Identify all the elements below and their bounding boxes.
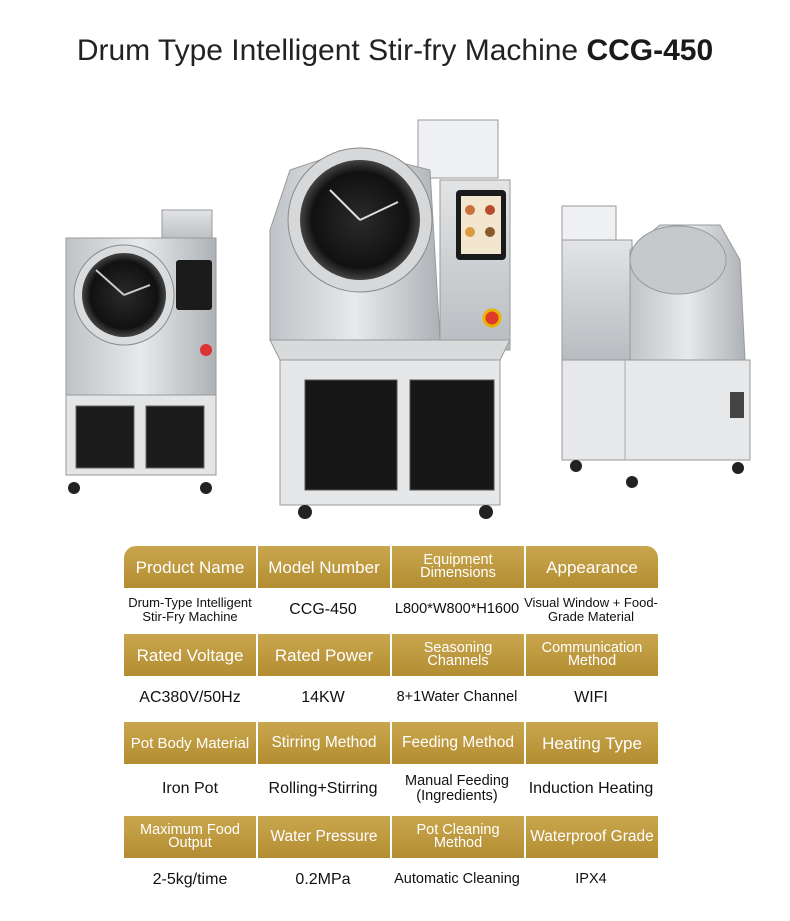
spec-header: Waterproof Grade [524, 816, 658, 858]
spec-header: Appearance [524, 546, 658, 588]
spec-header: Maximum Food Output [124, 816, 256, 858]
spec-header: Product Name [124, 546, 256, 588]
spec-header: Water Pressure [256, 816, 390, 858]
machine-side-view [561, 205, 751, 488]
spec-value: Manual Feeding (Ingredients) [405, 772, 509, 804]
spec-value: IPX4 [575, 871, 607, 888]
model-code: CCG-450 [586, 34, 714, 67]
title-text: Drum Type Intelligent Stir-fry Machine [76, 34, 579, 67]
spec-header: Seasoning Channels [390, 634, 524, 676]
spec-header-row: Pot Body Material Stirring Method Feedin… [124, 722, 658, 764]
spec-value: 8+1Water Channel [396, 689, 518, 706]
spec-value-row: Iron Pot Rolling+Stirring Manual Feeding… [124, 764, 658, 814]
spec-value: WIFI [574, 688, 608, 706]
spec-header: Heating Type [524, 722, 658, 764]
product-images [65, 119, 751, 519]
spec-table: Product Name Model Number Equipment Dime… [124, 546, 658, 902]
spec-header-row: Rated Voltage Rated Power Seasoning Chan… [124, 634, 658, 676]
spec-header: Pot Cleaning Method [390, 816, 524, 858]
spec-header: Model Number [256, 546, 390, 588]
machine-three-quarter-view [269, 119, 511, 519]
spec-header: Stirring Method [256, 722, 390, 764]
machine-front-view [65, 209, 217, 494]
spec-value-row: AC380V/50Hz 14KW 8+1Water Channel WIFI [124, 676, 658, 720]
page-title: Drum Type Intelligent Stir-fry Machine C… [0, 34, 790, 68]
spec-value: Automatic Cleaning [394, 871, 520, 888]
spec-value: Rolling+Stirring [268, 779, 378, 797]
spec-value: Drum-Type Intelligent Stir-Fry Machine [128, 595, 252, 624]
spec-header: Communication Method [524, 634, 658, 676]
spec-header-row: Maximum Food Output Water Pressure Pot C… [124, 816, 658, 858]
spec-value: 2-5kg/time [152, 870, 228, 888]
spec-header: Feeding Method [390, 722, 524, 764]
spec-value: Visual Window + Food-Grade Material [524, 595, 658, 624]
spec-value: AC380V/50Hz [139, 688, 241, 706]
spec-header-row: Product Name Model Number Equipment Dime… [124, 546, 658, 588]
spec-value: Induction Heating [528, 779, 654, 797]
spec-value: Iron Pot [161, 779, 219, 797]
spec-header: Pot Body Material [124, 722, 256, 764]
spec-value: 14KW [301, 688, 345, 706]
spec-value: CCG-450 [289, 600, 357, 618]
spec-value: 0.2MPa [295, 870, 351, 888]
spec-value-row: 2-5kg/time 0.2MPa Automatic Cleaning IPX… [124, 858, 658, 902]
spec-header: Equipment Dimensions [390, 546, 524, 588]
spec-header: Rated Power [256, 634, 390, 676]
spec-value: L800*W800*H1600 [394, 601, 520, 618]
spec-value-row: Drum-Type Intelligent Stir-Fry Machine C… [124, 588, 658, 632]
spec-header: Rated Voltage [124, 634, 256, 676]
